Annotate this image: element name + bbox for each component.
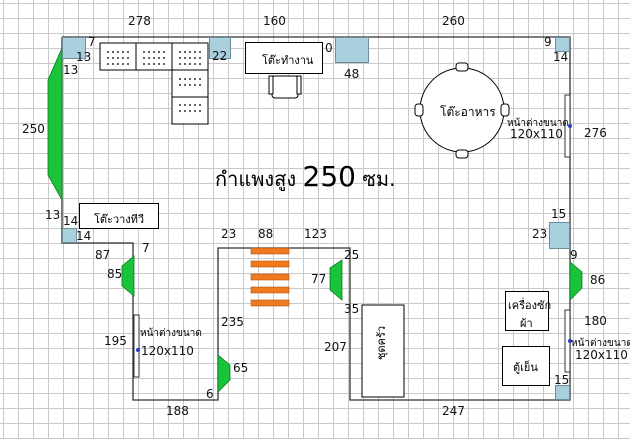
dim-right-180: 180 [584, 314, 607, 328]
dim-right-86: 86 [590, 273, 606, 287]
window-right-top-label: หน้าต่างขนาด [507, 118, 569, 129]
work-desk [245, 42, 323, 74]
washing-machine [505, 291, 549, 331]
kitchen-counter [361, 304, 405, 398]
dim-right-276: 276 [584, 126, 607, 140]
dim-inner-123: 123 [304, 227, 327, 241]
tv-table [79, 203, 159, 229]
dim-right-15b: 15 [554, 373, 570, 387]
dim-left-7: 7 [142, 241, 150, 255]
dim-right-23: 23 [532, 227, 548, 241]
pillar-top-right [555, 37, 570, 52]
dim-inner-65: 65 [233, 361, 249, 375]
dim-top-left: 278 [128, 14, 151, 28]
dim-inner-35: 35 [344, 302, 360, 316]
sofa [99, 42, 209, 125]
pillar-top-22 [209, 37, 231, 59]
doors [47, 47, 583, 393]
window-markers [136, 124, 572, 352]
dim-left-14a: 14 [63, 214, 79, 228]
kitchen-counter-label: ชุดครัว [375, 325, 388, 360]
pillar-right-bottom [555, 385, 570, 400]
dim-inner-77: 77 [311, 272, 327, 286]
work-desk-label: โต๊ะทำงาน [262, 54, 314, 67]
dining-table-label: โต๊ะอาหาร [440, 105, 496, 119]
dim-right-15a: 15 [551, 207, 567, 221]
dim-left-85: 85 [107, 267, 123, 281]
dim-left-14b: 14 [76, 229, 92, 243]
dining-table [414, 62, 510, 159]
dim-inner-25: 25 [344, 248, 360, 262]
dim-inner-23: 23 [221, 227, 237, 241]
washing-machine-label-2: ผ้า [520, 317, 533, 330]
window-left-label: หน้าต่างขนาด [140, 328, 202, 339]
pillar-left-mid [62, 228, 77, 243]
sofa-dots [107, 51, 201, 112]
dim-top-48: 48 [344, 67, 360, 81]
fridge [502, 346, 550, 386]
dim-top-right: 260 [442, 14, 465, 28]
pillar-right-mid [549, 222, 570, 249]
washing-machine-label-1: เครื่องซัก [508, 299, 552, 312]
stairs [250, 247, 290, 307]
dim-top-right-9: 9 [544, 35, 552, 49]
dim-bottom-188: 188 [166, 404, 189, 418]
dim-bottom-247: 247 [442, 404, 465, 418]
dim-top-22: 22 [212, 49, 228, 63]
tv-table-label: โต๊ะวางทีวี [94, 213, 145, 226]
dim-left-13: 13 [45, 208, 61, 222]
dim-top-right-14: 14 [553, 50, 569, 64]
plan-title-height: 250 [302, 160, 356, 193]
pillar-top-left [62, 37, 86, 59]
window-right-top-size: 120x110 [510, 127, 563, 141]
dim-bottom-6: 6 [206, 387, 214, 401]
office-chair [268, 75, 302, 99]
dim-left-250: 250 [22, 122, 45, 136]
window-left-size: 120x110 [141, 344, 194, 358]
window-right-bottom-label: หน้าต่างขนาด [571, 338, 630, 349]
dim-inner-88: 88 [258, 227, 274, 241]
dim-top-left-13: 13 [76, 50, 92, 64]
window-right-bottom-size: 120x110 [575, 348, 628, 362]
dim-inner-207: 207 [324, 340, 347, 354]
dim-top-mid: 160 [263, 14, 286, 28]
dim-top-left-7: 7 [88, 35, 96, 49]
dim-left-195: 195 [104, 334, 127, 348]
fridge-label: ตู้เย็น [513, 361, 538, 374]
dim-inner-235: 235 [221, 315, 244, 329]
windows [133, 94, 571, 378]
dim-left-87: 87 [95, 248, 111, 262]
plan-title-unit: ซม. [362, 167, 396, 191]
dim-right-9: 9 [570, 248, 578, 262]
pillar-top-48 [335, 37, 369, 63]
plan-title-text: กำแพงสูง [215, 167, 297, 191]
plan-title: กำแพงสูง 250 ซม. [215, 160, 395, 195]
dim-top-left-13b: 13 [63, 63, 79, 77]
dim-top-0: 0 [325, 41, 333, 55]
